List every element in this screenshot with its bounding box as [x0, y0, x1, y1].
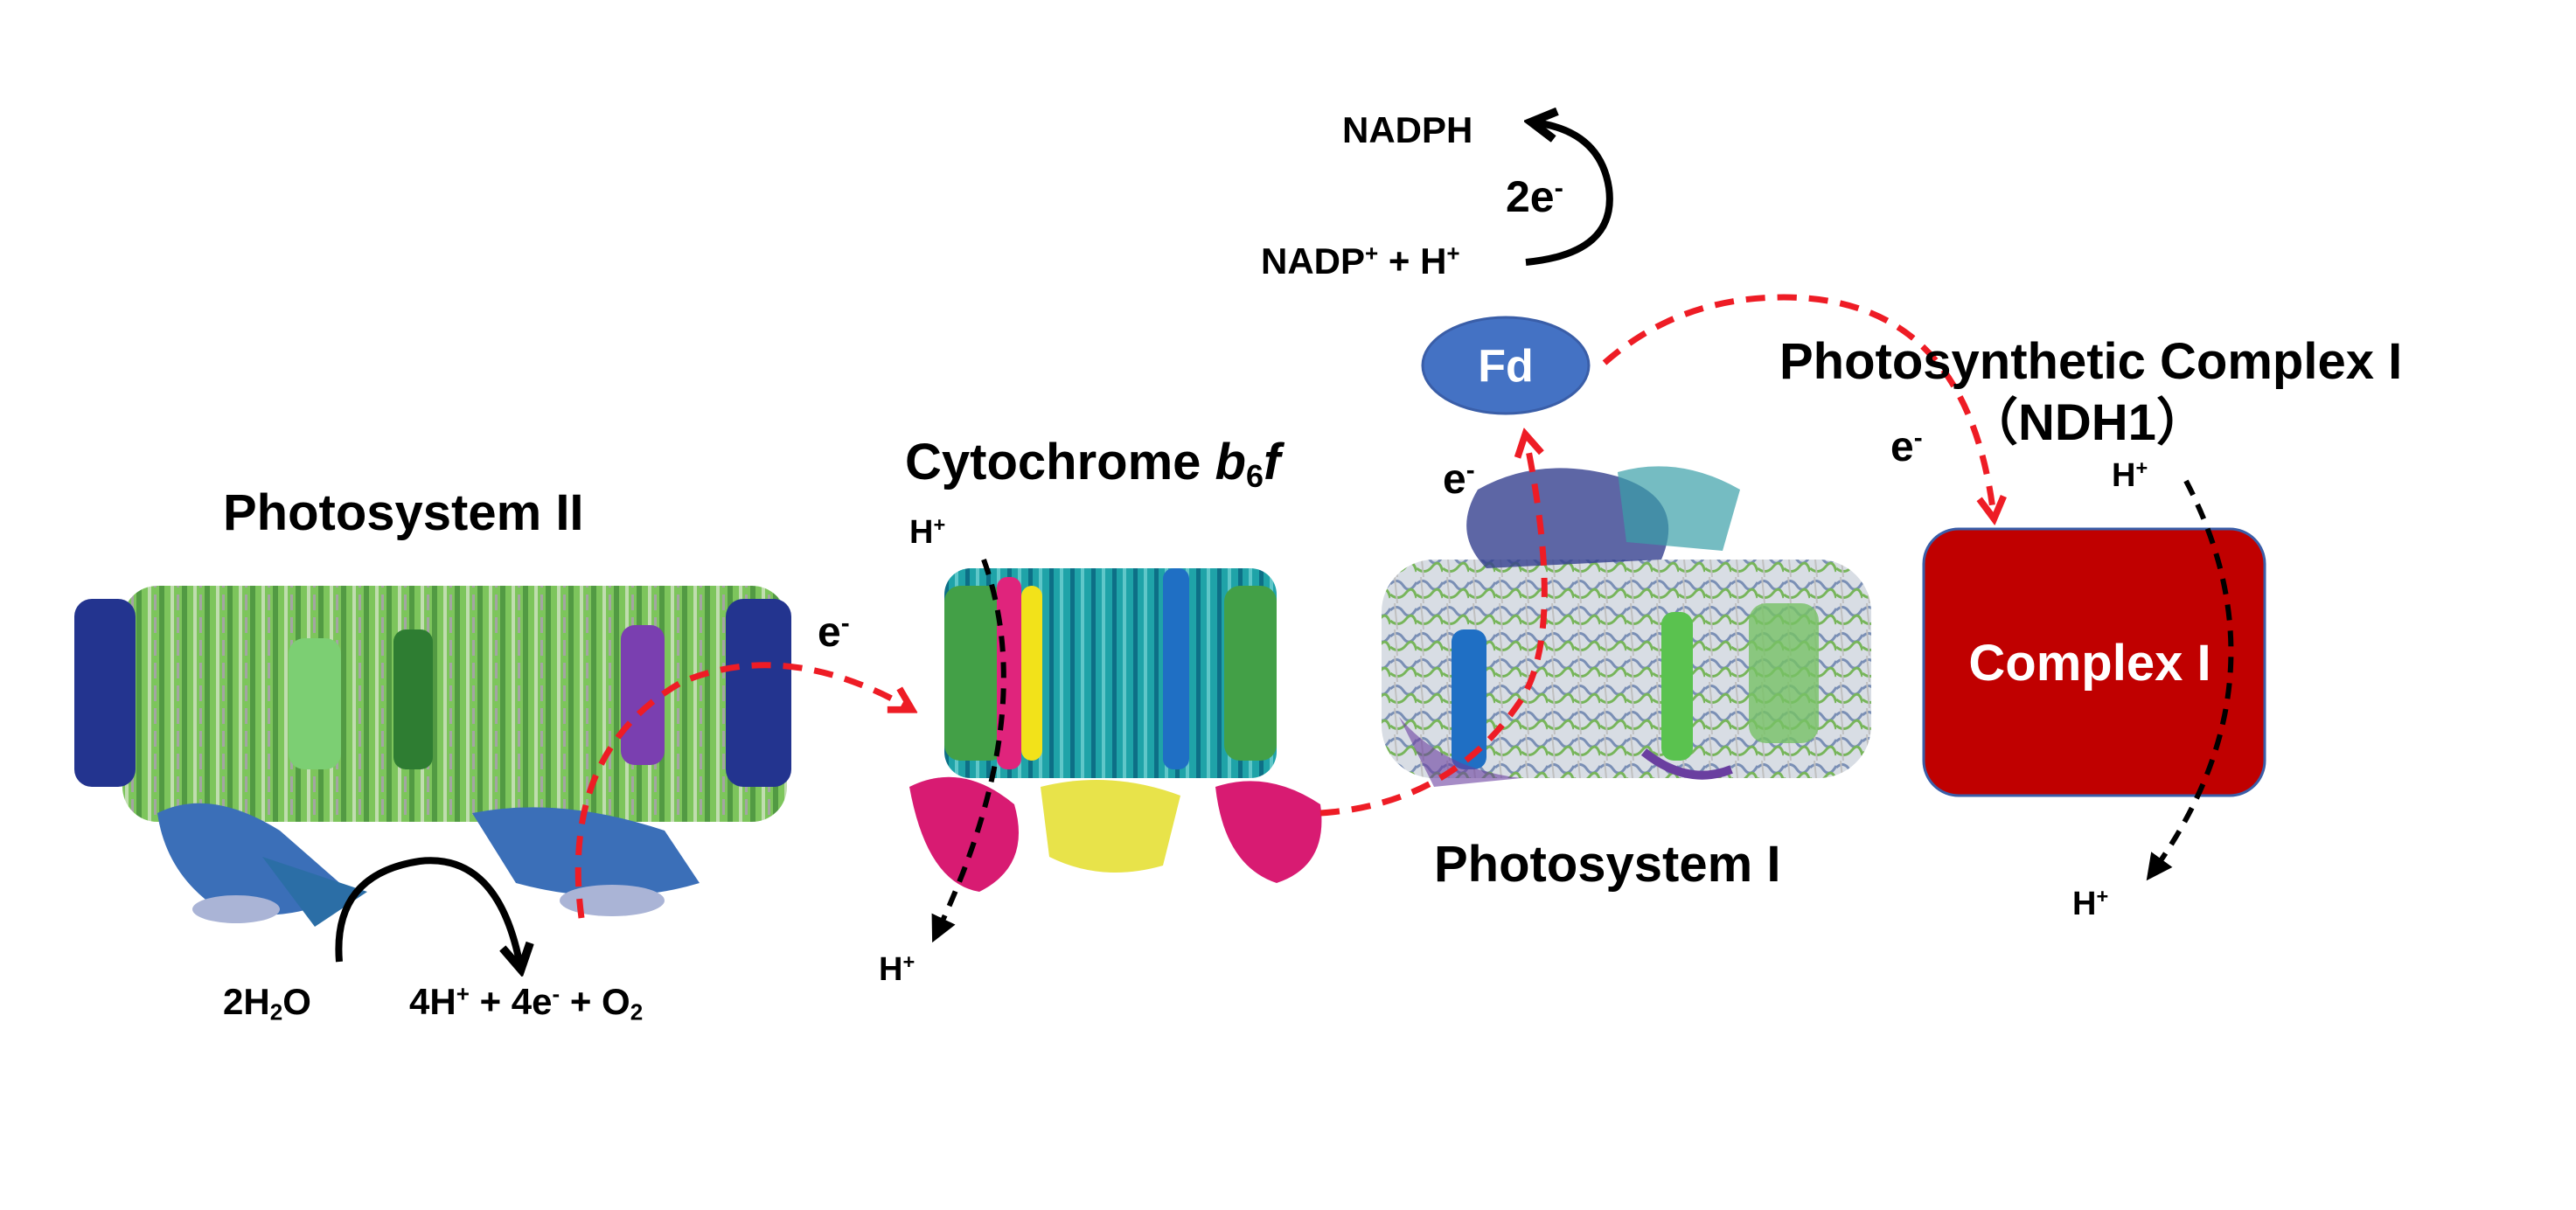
water-products-label: 4H+ + 4e- + O2 — [409, 980, 644, 1026]
ndh-complex-title: Photosynthetic Complex I — [1779, 333, 2403, 390]
electron-label-fd: e- — [1890, 423, 1923, 470]
electron-flow-arrows — [574, 294, 1994, 919]
photosystem-ii-title: Photosystem II — [223, 484, 584, 541]
proton-arrow-complex-i — [2146, 479, 2234, 881]
complex-i-node: Complex I — [1922, 527, 2266, 797]
electron-label-ps2: e- — [818, 608, 850, 656]
cytochrome-b6f-f: f — [1263, 434, 1281, 490]
photosystem-i-title: Photosystem I — [1434, 836, 1781, 893]
electron-label-ps1: e- — [1443, 455, 1475, 503]
cytochrome-b6f-structure — [909, 568, 1322, 892]
proton-label-complex-i-top: H+ — [2112, 456, 2148, 494]
two-electron-label: 2e- — [1506, 171, 1563, 221]
ferredoxin-node: Fd — [1421, 316, 1591, 415]
ndh-complex-subtitle: （NDH1） — [1967, 394, 2207, 451]
water-splitting-arrow — [335, 857, 520, 966]
nadph-reduction-arrow — [1526, 122, 1613, 266]
cytochrome-b6f-subscript: 6 — [1245, 457, 1264, 494]
proton-flow-arrows — [931, 479, 2234, 943]
photosystem-ii-structure — [74, 586, 791, 927]
proton-arrow-b6f — [931, 558, 1006, 943]
complex-i-label: Complex I — [1968, 635, 2210, 692]
reaction-arrows — [335, 122, 1613, 966]
proton-label-complex-i-bottom: H+ — [2072, 885, 2109, 922]
proton-label-b6f-bottom: H+ — [879, 950, 916, 988]
photosystem-i-structure — [1382, 466, 1871, 787]
proton-label-b6f-top: H+ — [909, 513, 946, 551]
electron-arrow-b6f-to-ps1 — [1319, 437, 1548, 817]
cytochrome-b6f-prefix: Cytochrome — [905, 434, 1215, 490]
cytochrome-b6f-b: b — [1215, 434, 1246, 490]
fd-label: Fd — [1478, 341, 1534, 392]
nadph-label: NADPH — [1342, 109, 1473, 150]
water-label: 2H2O — [223, 981, 311, 1026]
electron-arrow-fd-to-complex-i — [1602, 294, 1994, 516]
cytochrome-b6f-title: Cytochrome b6f — [905, 434, 1281, 492]
electron-arrow-ps2-to-b6f — [574, 662, 909, 919]
nadp-plus-h-label: NADP+ + H+ — [1261, 240, 1460, 282]
